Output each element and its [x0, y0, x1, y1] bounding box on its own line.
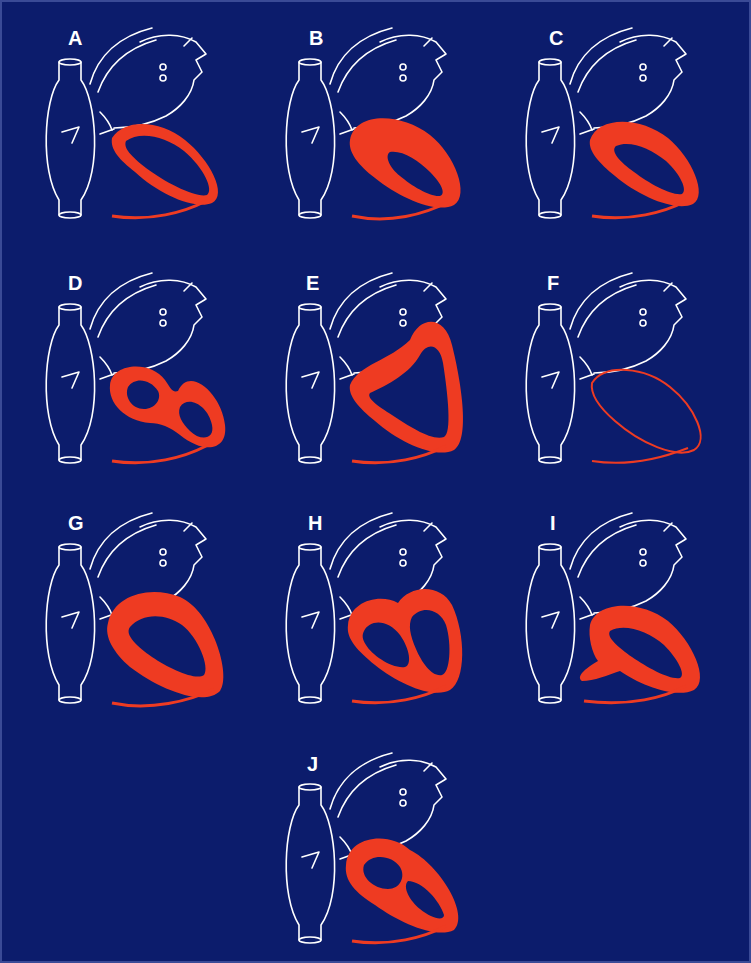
- panel-a-heart: [46, 28, 218, 218]
- panel-letter: J: [307, 753, 318, 776]
- panel-e-heart: [286, 273, 463, 463]
- panel-letter: A: [68, 27, 82, 50]
- panel-letter: E: [306, 272, 319, 295]
- panel-f-heart: [526, 273, 700, 463]
- panel-letter: B: [309, 27, 323, 50]
- panel-letter: D: [68, 272, 82, 295]
- panel-j-heart: [286, 753, 458, 943]
- panel-letter: H: [308, 512, 322, 535]
- panel-b-heart: [286, 28, 460, 219]
- panel-letter: G: [68, 512, 84, 535]
- panel-c-heart: [526, 28, 699, 218]
- panel-letter: C: [549, 27, 563, 50]
- panel-i-heart: [526, 513, 700, 703]
- panel-h-heart: [286, 513, 462, 703]
- panel-d-heart: [46, 273, 225, 463]
- panel-letter: F: [547, 272, 559, 295]
- panel-letter: I: [550, 512, 556, 535]
- panel-g-heart: [46, 513, 223, 706]
